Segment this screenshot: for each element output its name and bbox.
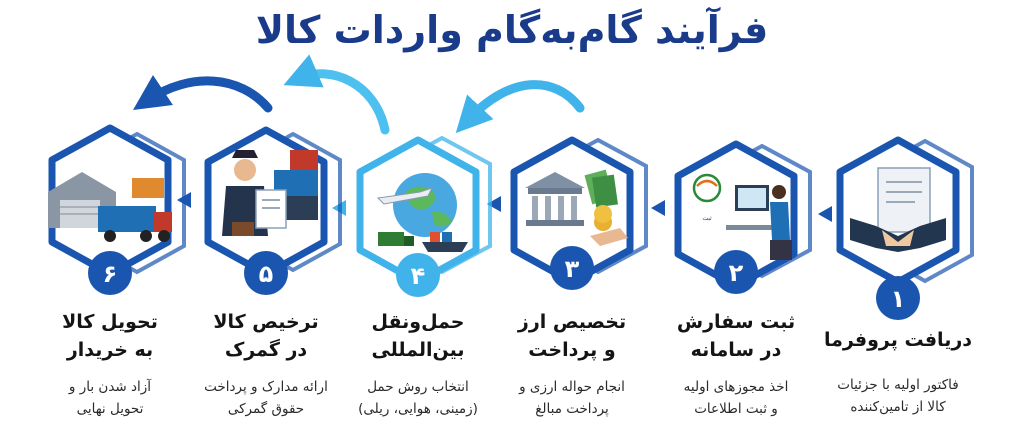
step-4-desc-line2: (زمینی، هوایی، ریلی)	[358, 401, 478, 417]
step-4-title-line1: حمل‌ونقل	[371, 311, 465, 333]
step-2-desc-line1: اخذ مجوزهای اولیه	[683, 379, 789, 395]
step-5-title-line2: در گمرک	[224, 339, 308, 361]
step-4-text: حمل‌ونقل بین‌المللی انتخاب روش حمل (زمین…	[343, 308, 493, 420]
step-1-text: دریافت پروفرما فاکتور اولیه با جزئیات کا…	[823, 326, 973, 418]
step-2-number: ۲	[729, 259, 744, 287]
step-3-hexagon	[510, 136, 648, 286]
step-6-hexagon	[48, 124, 186, 278]
customs-officer-icon	[222, 150, 318, 236]
step-4-number-badge: ۴	[396, 253, 440, 297]
arrow-2-3	[651, 200, 665, 216]
curved-arrow-4-5	[283, 54, 390, 135]
step-3-desc-line1: انجام حواله ارزی و	[519, 379, 625, 395]
curved-arrows	[133, 54, 585, 135]
step-3-title-line2: و پرداخت	[528, 339, 616, 361]
step-1-hexagon	[836, 136, 974, 286]
step-3-number-badge: ۳	[550, 246, 594, 290]
step-5-desc-line1: ارائه مدارک و پرداخت	[204, 379, 328, 395]
arrow-1-2	[818, 206, 832, 222]
step-4-title-line2: بین‌المللی	[371, 339, 465, 361]
step-2-desc-line2: و ثبت اطلاعات	[694, 401, 778, 417]
step-2-number-badge: ۲	[714, 250, 758, 294]
warehouse-truck-icon	[48, 172, 172, 242]
step-1-desc-line2: کالا از تامین‌کننده	[850, 399, 946, 415]
step-3-number: ۳	[565, 255, 580, 283]
step-4-number: ۴	[411, 262, 426, 290]
step-5-number-badge: ۵	[244, 251, 288, 295]
step-5-text: ترخیص کالا در گمرک ارائه مدارک و پرداخت …	[191, 308, 341, 420]
step-1-number: ۱	[891, 285, 906, 313]
step-5-desc-line2: حقوق گمرکی	[227, 401, 305, 417]
step-2-text: ثبت سفارش در سامانه اخذ مجوزهای اولیه و …	[661, 308, 811, 420]
step-4-hexagon	[356, 135, 492, 286]
arrow-3-4	[487, 196, 501, 212]
curved-arrow-3-4	[455, 80, 585, 134]
step-5-number: ۵	[259, 260, 274, 288]
curved-arrow-5-6	[133, 75, 273, 113]
svg-text:ثبت: ثبت	[702, 215, 712, 222]
step-2-title-line2: در سامانه	[690, 339, 782, 361]
step-5-hexagon	[204, 126, 342, 278]
step-2-title-line1: ثبت سفارش	[676, 311, 796, 333]
step-6-desc-line1: آزاد شدن بار و	[68, 379, 152, 395]
step-6-number-badge: ۶	[88, 251, 132, 295]
computer-user-icon: ثبت	[692, 173, 792, 260]
step-6-text: تحویل کالا به خریدار آزاد شدن بار و تحوی…	[35, 308, 185, 420]
step-6-title-line2: به خریدار	[66, 339, 154, 361]
handshake-icon	[850, 167, 946, 252]
step-5-title-line1: ترخیص کالا	[213, 311, 319, 333]
step-4-desc-line1: انتخاب روش حمل	[367, 379, 469, 395]
step-1-desc-line1: فاکتور اولیه با جزئیات	[837, 377, 959, 393]
step-6-desc-line2: تحویل نهایی	[76, 401, 144, 417]
step-3-text: تخصیص ارز و پرداخت انجام حواله ارزی و پر…	[497, 308, 647, 420]
step-6-number: ۶	[103, 260, 118, 288]
step-3-desc-line2: پرداخت مبالغ	[535, 401, 609, 417]
step-3-title-line1: تخصیص ارز	[517, 311, 627, 333]
page-title: فرآیند گام‌به‌گام واردات کالا	[255, 8, 769, 52]
step-1-title: دریافت پروفرما	[823, 329, 973, 351]
step-1-number-badge: ۱	[876, 276, 920, 320]
bank-money-icon	[525, 169, 628, 246]
globe-transport-icon	[376, 173, 468, 252]
step-6-title-line1: تحویل کالا	[62, 311, 158, 333]
